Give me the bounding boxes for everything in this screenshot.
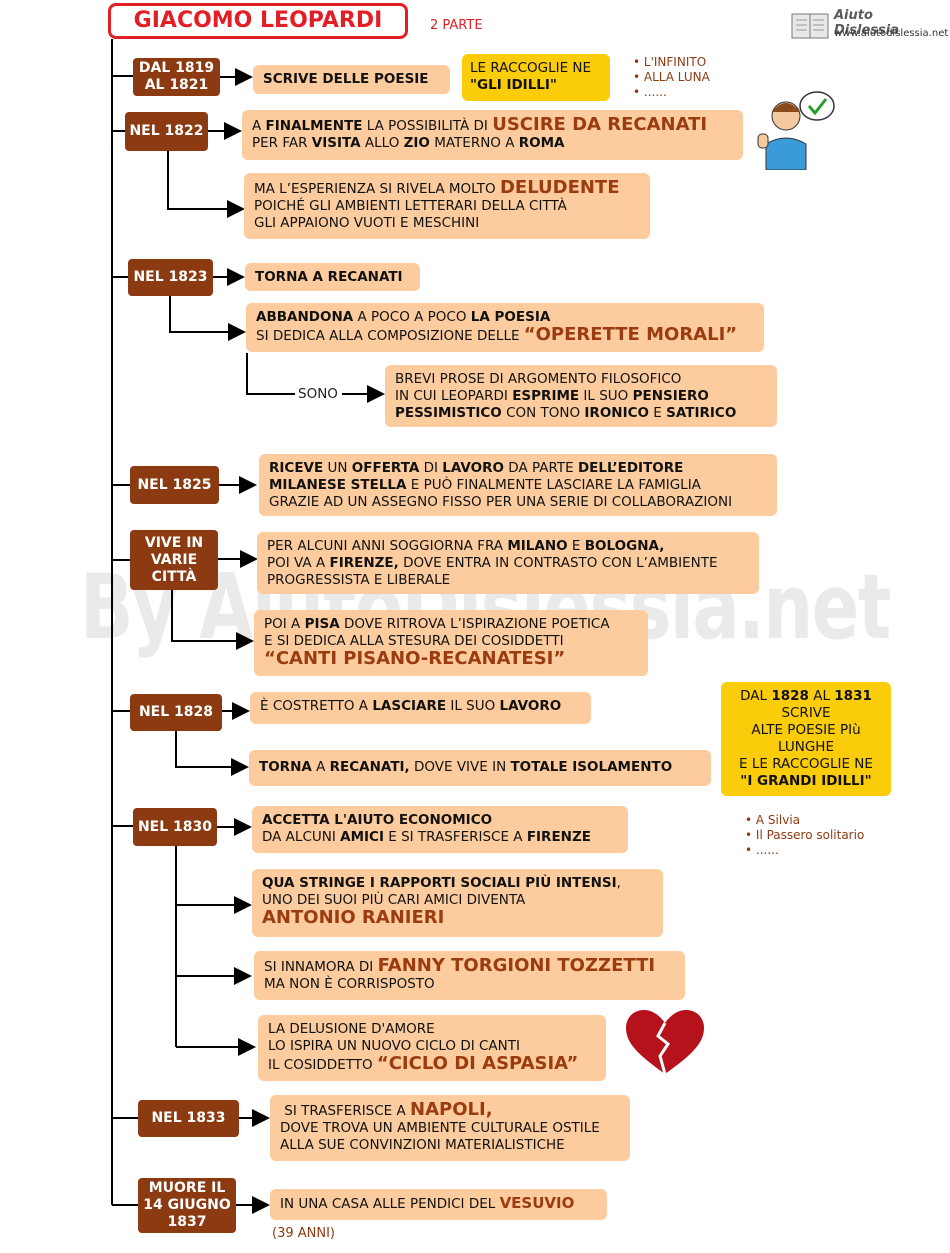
date-1833: NEL 1833 [138,1100,239,1137]
box-napoli: SI TRASFERISCE A NAPOLI, DOVE TROVA UN A… [270,1095,630,1161]
age-note: (39 ANNI) [272,1226,335,1241]
box-scrive-poesie: SCRIVE DELLE POESIE [253,65,450,94]
box-totale-isolamento: TORNA A RECANATI, DOVE VIVE IN TOTALE IS… [249,750,711,786]
list-item: Il Passero solitario [745,828,895,843]
box-torna-recanati: TORNA A RECANATI [245,263,420,291]
list-item: ...... [633,85,743,100]
date-1825: NEL 1825 [130,466,219,504]
logo-url: www.aiutodislessia.net [834,28,949,39]
box-deludente: MA L’ESPERIENZA SI RIVELA MOLTO DELUDENT… [244,173,650,239]
box-grandi-idilli: DAL 1828 AL 1831 SCRIVE ALTE POESIE PIù … [721,682,891,796]
book-logo-icon [791,13,829,39]
date-1830: NEL 1830 [133,808,217,846]
box-ciclo-aspasia: LA DELUSIONE D'AMORE LO ISPIRA UN NUOVO … [258,1015,606,1081]
date-1822: NEL 1822 [125,112,208,151]
label-sono: SONO [298,386,338,402]
boy-thumbs-up-icon [757,91,835,170]
box-offerta-lavoro: RICEVE UN OFFERTA DI LAVORO DA PARTE DEL… [259,454,777,516]
date-1819-1821: DAL 1819 AL 1821 [133,58,220,96]
box-vesuvio: IN UNA CASA ALLE PENDICI DEL VESUVIO [270,1189,607,1220]
box-operette-morali: ABBANDONA A POCO A POCO LA POESIA SI DED… [246,303,764,352]
list-item: ALLA LUNA [633,70,743,85]
box-pisa-canti: POI A PISA DOVE RITROVA L’ISPIRAZIONE PO… [254,610,648,676]
broken-heart-icon [626,1010,704,1075]
box-lasciare-lavoro: È COSTRETTO A LASCIARE IL SUO LAVORO [250,692,591,724]
logo-name: Aiuto Dislessia [834,8,899,38]
box-milano-bologna-firenze: PER ALCUNI ANNI SOGGIORNA FRA MILANO E B… [257,532,759,594]
idilli-line-1: LE RACCOGLIE NE [470,60,592,76]
list-item: L'INFINITO [633,55,743,70]
site-logo: Aiuto Dislessia www.aiutodislessia.net [790,8,948,42]
date-1823: NEL 1823 [128,259,213,296]
box-fanny-torgioni: SI INNAMORA DI FANNY TORGIONI TOZZETTI M… [254,951,685,1000]
list-idilli: L'INFINITO ALLA LUNA ...... [633,55,743,100]
idilli-line-2: "GLI IDILLI" [470,77,557,93]
page-subtitle: 2 PARTE [430,18,483,33]
box-brevi-prose: BREVI PROSE DI ARGOMENTO FILOSOFICO IN C… [385,365,777,427]
box-antonio-ranieri: QUA STRINGE I RAPPORTI SOCIALI PIÙ INTEN… [252,869,663,937]
date-vive-varie-citta: VIVE IN VARIE CITTÀ [130,530,218,590]
date-1828: NEL 1828 [130,694,222,731]
list-item: ...... [745,843,895,858]
box-uscire-recanati: A FINALMENTE LA POSSIBILITÀ DI USCIRE DA… [242,110,743,160]
box-gli-idilli: LE RACCOGLIE NE "GLI IDILLI" [462,54,610,101]
list-item: A Silvia [745,813,895,828]
page-title: GIACOMO LEOPARDI [108,3,408,39]
date-muore-1837: MUORE IL 14 GIUGNO 1837 [138,1178,236,1233]
box-aiuto-economico: ACCETTA L'AIUTO ECONOMICO DA ALCUNI AMIC… [252,806,628,853]
list-grandi-idilli: A Silvia Il Passero solitario ...... [745,813,895,858]
